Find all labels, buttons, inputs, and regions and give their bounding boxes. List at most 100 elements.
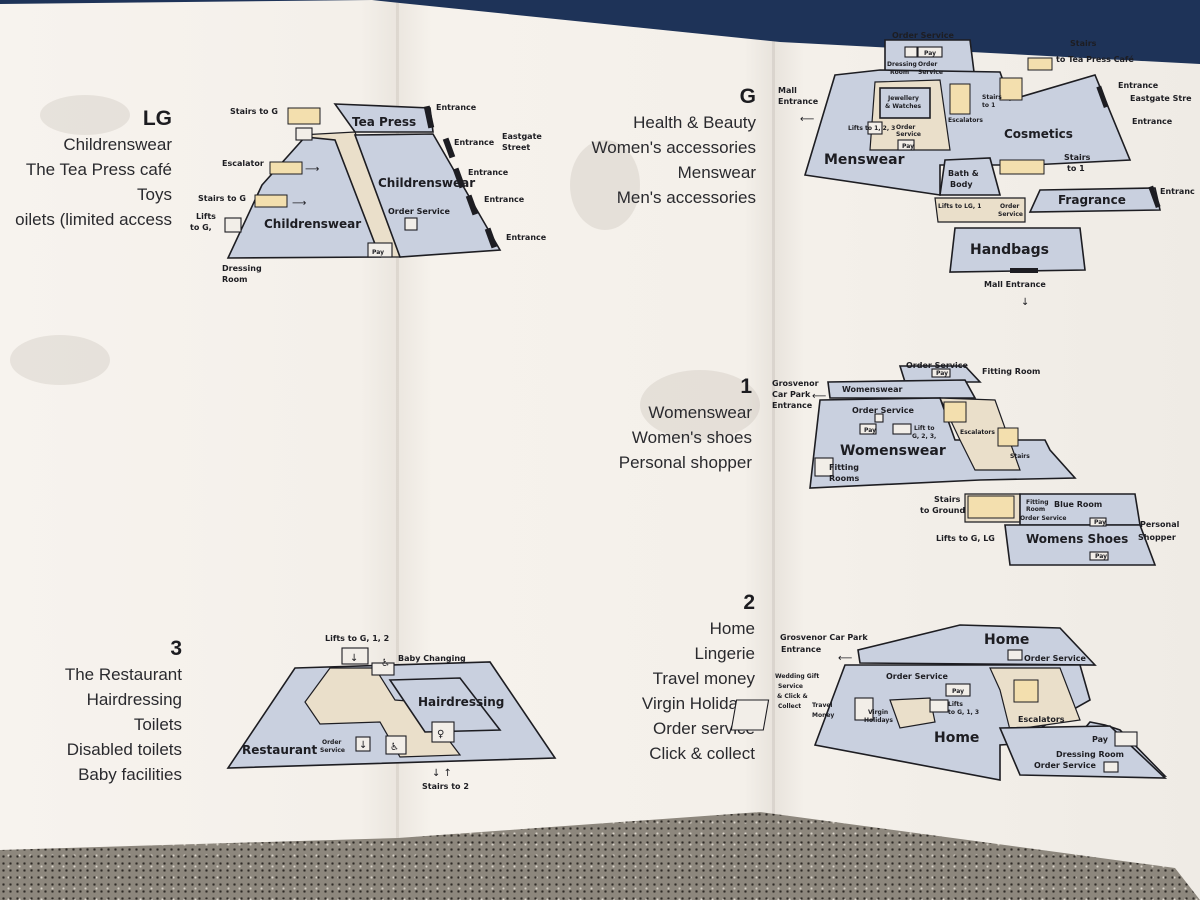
g-label-handbags: Handbags [970,242,1049,258]
lg-entrance-marker [442,137,456,159]
lg-item: The Tea Press café [25,160,172,179]
lg-stairs-mid [254,194,288,208]
l2-escalators [1013,679,1039,703]
l2-level-title: 2 [743,591,755,614]
g-label-service: Service [896,131,921,138]
lg-entrance-marker [484,227,498,249]
l1-pay-box [859,423,877,435]
g-label-escalators: Escalators [948,117,983,124]
lg-item: Childrenswear [63,135,172,154]
g-lift-box [867,121,883,135]
l3-toilet-icon: ♀ [437,729,444,740]
l1-label-pay: Pay [864,427,876,434]
l3-label-service: Service [320,747,345,754]
l3-item: Disabled toilets [66,740,182,759]
l1-arrow-left-icon: ⟵ [812,391,826,402]
g-label-tea-press: to Tea Press Café [1056,54,1134,64]
l2-label-lift-levels: to G, 1, 3 [948,709,979,716]
tea-press-area [333,103,434,133]
l2-item: Virgin Holidays [641,694,755,713]
l2-item: Home [709,619,755,638]
l2-home-top [857,624,1097,666]
l3-label-lifts: Lifts to G, 1, 2 [325,634,389,643]
g-arrow-left-icon: ⟵ [800,114,814,125]
l1-label-fitting: Fitting [1026,499,1049,506]
l2-label-virgin: Virgin [868,709,888,716]
l2-label-dressing-room: Dressing Room [1056,750,1124,759]
g-label-mall-entrance: Mall Entrance [984,280,1046,289]
lg-childrenswear-left [226,136,382,259]
g-lower-corridor [934,197,1026,223]
g-stairs-right [999,159,1045,175]
l1-label-order-service: Order Service [852,406,914,415]
l1-label-lifts: Lifts to G, LG [936,534,995,543]
l1-label-room: Room [1026,506,1045,513]
g-label-jewellery: Jewellery [887,95,919,102]
lg-lift [224,217,242,233]
lg-label-to-g: to G, [190,223,212,232]
l2-label-home: Home [984,632,1029,648]
g-label-to-1: to 1 [1067,164,1085,173]
l3-level-title: 3 [170,637,182,660]
g-item: Men's accessories [616,188,756,207]
g-item: Menswear [677,163,756,182]
g-label-order: Order [918,61,937,68]
l2-label-pay: Pay [1092,735,1109,744]
g-label-pay: Pay [902,143,914,150]
lg-label-entrance: Entrance [506,233,547,242]
g-label-watches: & Watches [885,103,922,110]
g-label-menswear: Menswear [824,152,905,168]
lg-label-childrenswear: Childrenswear [264,217,361,231]
lg-label-stairs-top: Stairs to G [230,107,278,116]
l3-item: The Restaurant [64,665,182,684]
lg-label-entrance: Entrance [484,195,525,204]
l2-order-top-box [1007,649,1023,661]
l2-label-money: Money [812,712,834,719]
g-label-lifts: Lifts to 1, 2, 3 [848,125,895,132]
lg-entrance-marker [465,194,479,216]
lg-entrance-marker [423,105,435,129]
l1-fitting-rooms [814,457,834,477]
g-arrow-down-icon: ↓ [1021,297,1029,308]
l1-label-car-park: Car Park [772,390,811,399]
l1-pay-shoes-box [1089,551,1109,561]
g-label-stairs: Stairs [1070,39,1097,48]
l2-item: Lingerie [694,644,756,663]
l2-label-order-service: Order Service [1034,761,1096,770]
l1-label-pay: Pay [936,370,948,377]
l2-label-click: & Click & [777,693,808,700]
l2-travel-money-box [854,697,874,721]
g-entrance-marker [1096,85,1109,109]
lg-label-tea-press: Tea Press [352,115,416,129]
paper-smudge [640,370,760,440]
l1-item: Women's shoes [631,428,752,447]
l1-label-womenswear-main: Womenswear [840,443,946,459]
lg-label-street: Street [502,143,530,152]
l1-order-box [874,413,884,423]
lg-label-childrenswear: Childrenswear [378,176,475,190]
g-label-to-1: to 1 [982,102,995,109]
g-label-order: Order [896,124,915,131]
l1-label-entrance: Entrance [772,401,813,410]
l3-stairs-arrows-icon: ↓ ↑ [432,768,452,779]
g-label-stairs-small: Stairs [982,94,1002,101]
lg-label-entrance: Entrance [468,168,509,177]
l3-baby-changing-icon: ♿ [381,658,390,669]
l3-item: Toilets [133,715,182,734]
g-label-service: Service [918,69,943,76]
l2-lift-box [929,699,949,713]
l3-order-box [355,736,371,752]
l3-item: Baby facilities [78,765,182,784]
g-label-entrance: Entrance [1132,117,1173,126]
l1-label-womens-shoes: Womens Shoes [1026,532,1128,546]
g-stairs-to-1 [999,77,1023,101]
l2-arrow-left-icon: ⟵ [838,653,852,664]
l2-lift-corridor [889,697,936,729]
l1-label-shopper: Shopper [1138,533,1176,542]
g-escalator [949,83,971,115]
l1-label-rooms: Rooms [829,474,859,483]
l3-disabled-toilet-box [385,735,407,755]
fold-line-right [772,0,775,900]
